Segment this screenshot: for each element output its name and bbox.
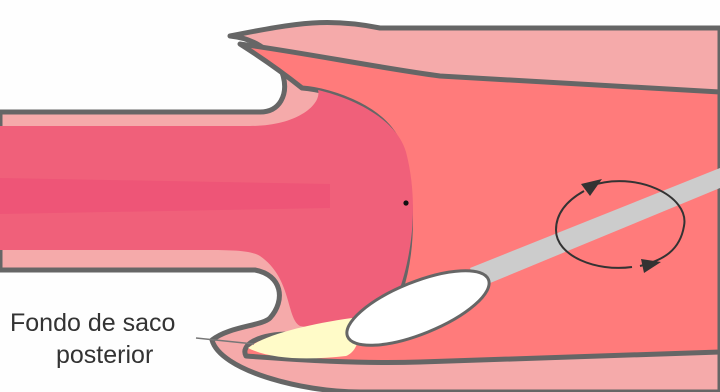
fornix-label-line-2: posterior: [56, 343, 153, 368]
fornix-label-line-1: Fondo de saco: [10, 311, 175, 336]
cervical-os-dot: [403, 200, 408, 205]
cervical-canal: [0, 178, 330, 214]
